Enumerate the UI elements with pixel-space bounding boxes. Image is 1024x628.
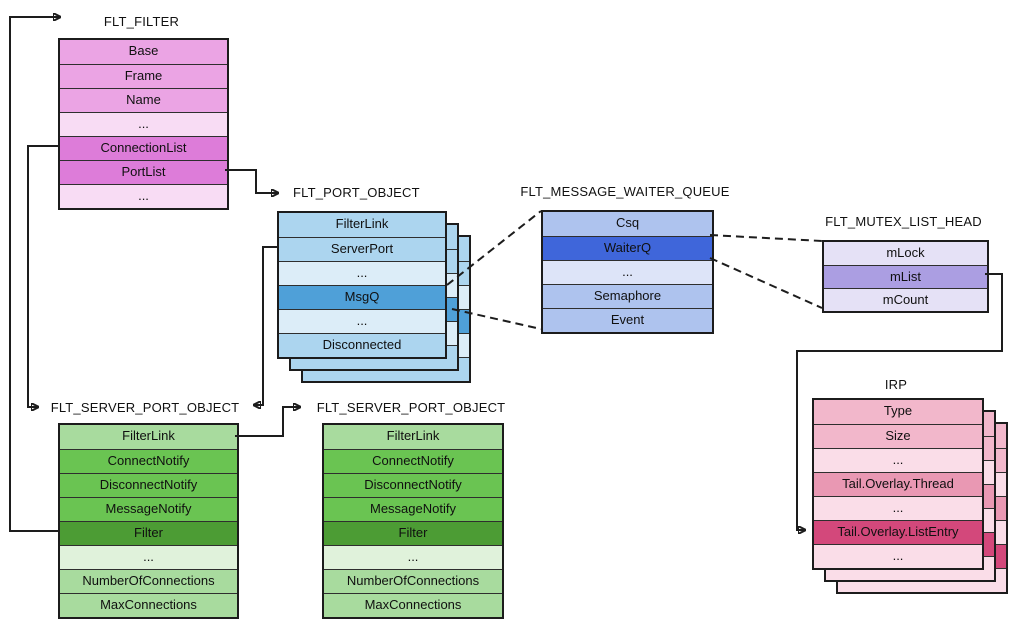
struct-row-waiterq: WaiterQ	[543, 236, 712, 260]
struct-row-: ...	[60, 184, 227, 208]
struct-row-csq: Csq	[543, 212, 712, 236]
edge-filter-to-flt-filter	[9, 17, 60, 532]
struct-row-semaphore: Semaphore	[543, 284, 712, 308]
flt-filter-title: FLT_FILTER	[103, 14, 180, 29]
edge-serverport-to-server-port-1	[254, 246, 277, 405]
dashed-waiterq-to-mutex-top	[709, 234, 823, 242]
struct-row-filter: Filter	[324, 521, 502, 545]
struct-row-disconnected: Disconnected	[279, 333, 445, 357]
struct-row-filterlink: FilterLink	[279, 213, 445, 237]
dashed-waiterq-to-mutex-bottom	[709, 257, 823, 309]
struct-row-: ...	[814, 544, 982, 568]
struct-row-serverport: ServerPort	[279, 237, 445, 261]
struct-row-: ...	[814, 448, 982, 472]
edge-portlist-to-port-object	[225, 169, 278, 193]
struct-row-maxconnections: MaxConnections	[60, 593, 237, 617]
flt-server-port-object-1-title: FLT_SERVER_PORT_OBJECT	[50, 400, 240, 415]
struct-row-msgq: MsgQ	[279, 285, 445, 309]
struct-row-: ...	[279, 309, 445, 333]
flt-server-port-object-2-title: FLT_SERVER_PORT_OBJECT	[316, 400, 506, 415]
struct-row-numberofconnections: NumberOfConnections	[60, 569, 237, 593]
struct-row-filterlink: FilterLink	[324, 425, 502, 449]
struct-row-maxconnections: MaxConnections	[324, 593, 502, 617]
struct-row-disconnectnotify: DisconnectNotify	[60, 473, 237, 497]
struct-row-base: Base	[60, 40, 227, 64]
struct-row-name: Name	[60, 88, 227, 112]
irp-title: IRP	[884, 377, 908, 392]
struct-row-tail-overlay-listentry: Tail.Overlay.ListEntry	[814, 520, 982, 544]
struct-row-: ...	[324, 545, 502, 569]
struct-row-messagenotify: MessageNotify	[60, 497, 237, 521]
struct-row-filter: Filter	[60, 521, 237, 545]
edge-filterlink-to-server-port-2	[235, 407, 300, 437]
struct-row-numberofconnections: NumberOfConnections	[324, 569, 502, 593]
struct-row-frame: Frame	[60, 64, 227, 88]
struct-row-mcount: mCount	[824, 288, 987, 311]
flt-mutex-list-head-title: FLT_MUTEX_LIST_HEAD	[825, 214, 982, 229]
struct-row-type: Type	[814, 400, 982, 424]
flt-port-object-title: FLT_PORT_OBJECT	[293, 185, 420, 200]
struct-row-messagenotify: MessageNotify	[324, 497, 502, 521]
struct-row-filterlink: FilterLink	[60, 425, 237, 449]
struct-row-tail-overlay-thread: Tail.Overlay.Thread	[814, 472, 982, 496]
struct-row-: ...	[814, 496, 982, 520]
struct-row-portlist: PortList	[60, 160, 227, 184]
struct-row-connectionlist: ConnectionList	[60, 136, 227, 160]
struct-row-mlock: mLock	[824, 242, 987, 265]
struct-row-connectnotify: ConnectNotify	[324, 449, 502, 473]
struct-row-size: Size	[814, 424, 982, 448]
edge-connectionlist-to-server-port-1	[27, 145, 58, 407]
struct-row-mlist: mList	[824, 265, 987, 288]
struct-row-: ...	[543, 260, 712, 284]
struct-row-disconnectnotify: DisconnectNotify	[324, 473, 502, 497]
flt-message-waiter-queue-title: FLT_MESSAGE_WAITER_QUEUE	[520, 184, 730, 199]
struct-row-: ...	[279, 261, 445, 285]
struct-row-: ...	[60, 545, 237, 569]
struct-row-: ...	[60, 112, 227, 136]
struct-row-event: Event	[543, 308, 712, 332]
struct-row-connectnotify: ConnectNotify	[60, 449, 237, 473]
